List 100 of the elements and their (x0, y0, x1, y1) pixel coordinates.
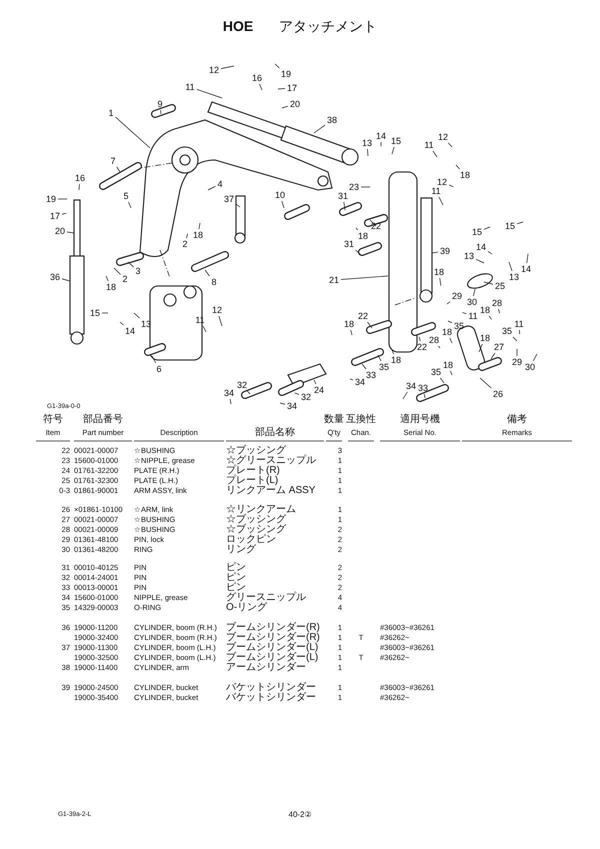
part-name: ピン (226, 583, 246, 593)
callout-number: 20 (54, 226, 66, 236)
callout-number: 38 (326, 115, 338, 125)
leader-line (202, 326, 206, 332)
part-name: プレート(L) (226, 476, 278, 486)
part-name: ロックピン (226, 535, 276, 545)
leader-line (378, 354, 382, 362)
callout-number: 34 (354, 377, 366, 387)
callout-number: 15 (471, 227, 483, 237)
leader-line (186, 233, 188, 238)
callout-number: 9 (156, 99, 164, 109)
leader-line (196, 88, 222, 98)
callout-number: 19 (280, 69, 292, 79)
callout-number: 16 (74, 173, 86, 183)
leader-line (208, 186, 216, 190)
part-name: バケットシリンダー (226, 693, 316, 703)
callout-number: 18 (433, 267, 445, 277)
leader-line (128, 202, 132, 208)
leader-line (62, 278, 70, 282)
leader-line (134, 312, 140, 318)
callout-number: 18 (479, 333, 491, 343)
callout-number: 20 (289, 99, 301, 109)
leader-line (204, 270, 210, 276)
leader-line (473, 288, 476, 296)
leader-line (484, 282, 494, 285)
column-header: 部品番号 (83, 415, 123, 425)
page-title: HOE アタッチメント (222, 18, 378, 36)
leader-line (350, 378, 354, 380)
leader-line (360, 186, 370, 188)
callout-number: 28 (491, 298, 503, 308)
callout-number: 36 (49, 272, 61, 282)
leader-line (424, 394, 426, 398)
leader-line (488, 251, 492, 254)
callout-number: 22 (357, 311, 369, 321)
callout-number: 14 (375, 131, 387, 141)
callout-number: 2 (182, 239, 188, 249)
callout-number: 34 (286, 401, 298, 411)
callout-number: 27 (493, 342, 505, 352)
column-header: 符号 (43, 415, 63, 425)
leader-line (355, 250, 362, 256)
leader-line (432, 150, 438, 158)
leader-line (230, 398, 232, 404)
callout-number: 33 (417, 383, 429, 393)
part-name: アームシリンダー (226, 663, 306, 673)
leader-line (280, 402, 286, 405)
leader-line (356, 228, 358, 230)
callout-number: 14 (124, 326, 136, 336)
callout-number: 18 (357, 231, 369, 241)
leader-line (152, 356, 156, 364)
callout-number: 6 (156, 364, 162, 374)
part-name: ☆ブッシング (226, 525, 286, 535)
leader-line (259, 84, 262, 90)
leader-line (438, 346, 440, 348)
callout-number: 15 (89, 308, 101, 318)
leader-line (438, 196, 444, 206)
callout-number: 12 (208, 65, 220, 75)
leader-line (462, 312, 467, 314)
leader-line (58, 198, 68, 200)
leader-line (102, 312, 108, 314)
callout-number: 22 (416, 342, 428, 352)
leader-line (484, 226, 490, 230)
leader-line (448, 320, 452, 324)
leader-line (440, 378, 444, 384)
leader-line (392, 146, 394, 154)
leader-line (344, 202, 346, 210)
leader-line (367, 322, 372, 328)
leader-line (198, 222, 200, 230)
leader-line (392, 350, 394, 354)
callout-number: 17 (49, 211, 61, 221)
page-number: 40-2② (288, 810, 312, 820)
leader-line (450, 370, 452, 376)
callout-number: 5 (122, 191, 130, 201)
callout-number: 18 (105, 282, 117, 292)
leader-line (380, 142, 382, 147)
leader-line (448, 184, 454, 188)
callout-number: 18 (192, 230, 204, 240)
part-name: グリースニップル (226, 593, 306, 603)
column-header: 備考 (507, 415, 527, 425)
callout-number: 26 (492, 389, 504, 399)
callout-number: 32 (300, 392, 312, 402)
callout-number: 14 (520, 264, 532, 274)
callout-number: 14 (475, 242, 487, 252)
leader-line (314, 124, 326, 134)
part-name: ブームシリンダー(L) (226, 653, 318, 663)
leader-line (478, 344, 483, 352)
leader-line (490, 352, 496, 360)
part-name: バケットシリンダー (226, 683, 316, 693)
leader-line (218, 316, 222, 326)
callout-number: 18 (479, 305, 491, 315)
leader-line (367, 148, 368, 156)
leader-line (449, 338, 452, 344)
callout-number: 30 (524, 362, 536, 372)
callout-number: 18 (343, 319, 355, 329)
callout-number: 21 (328, 275, 340, 285)
callout-number: 12 (211, 305, 223, 315)
callout-number: 25 (494, 281, 506, 291)
part-name: ☆リンクアーム (226, 505, 296, 515)
leader-line (106, 276, 109, 282)
callout-number: 18 (390, 355, 402, 365)
callout-number: 32 (236, 380, 248, 390)
